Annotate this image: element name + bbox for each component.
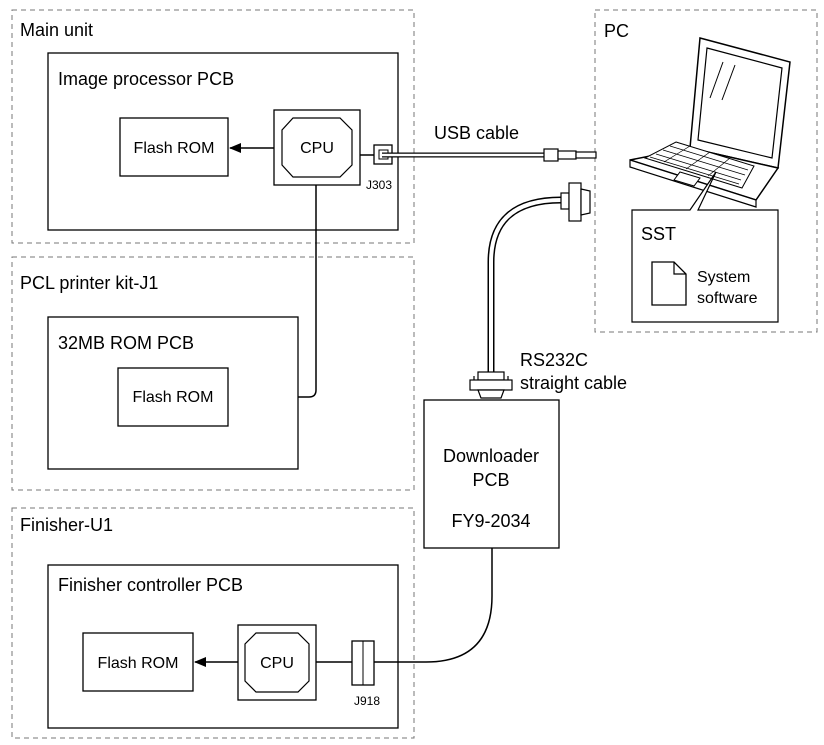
wire-cpu-to-rom32-flash [229, 185, 317, 402]
wire-downloader-to-j918 [374, 548, 493, 663]
db-connector-upper-flange [568, 182, 582, 222]
db-connector-lower-plug [477, 389, 505, 399]
downloader-pcb [423, 399, 560, 549]
j303-label: J303 [366, 178, 392, 192]
rom32-pcb-label: 32MB ROM PCB [58, 333, 194, 353]
document-icon [651, 261, 687, 306]
flash-rom-main-label: Flash ROM [134, 140, 215, 157]
pc-label: PC [604, 21, 629, 41]
flash-rom-pcl [117, 367, 229, 427]
cpu-finisher-chip [244, 632, 310, 693]
rs232c-label-line2: straight cable [520, 373, 627, 393]
usb-plug-tip [575, 151, 597, 159]
system-software-line2: software [697, 290, 758, 307]
main-unit-label: Main unit [20, 20, 93, 40]
flash-rom-pcl-label: Flash ROM [133, 389, 214, 406]
finisher-group [11, 507, 415, 739]
flash-rom-finisher-label: Flash ROM [98, 655, 179, 672]
db-connector-upper-shell [560, 192, 570, 210]
db-connector-lower-shell [477, 371, 505, 381]
downloader-line2: PCB [472, 470, 509, 490]
usb-cable-label: USB cable [434, 123, 519, 143]
cpu-finisher-label: CPU [260, 655, 294, 672]
flash-rom-finisher [82, 632, 194, 692]
pc-group [594, 9, 818, 333]
db-connector-lower-flange [469, 379, 513, 391]
rs232c-label-line1: RS232C [520, 350, 588, 370]
usb-plug-grip [557, 150, 577, 160]
finisher-controller-pcb-label: Finisher controller PCB [58, 575, 243, 595]
pcl-kit-group [11, 256, 415, 491]
j918-label: J918 [354, 694, 380, 708]
usb-plug-body [543, 148, 559, 162]
db-connector-upper-plug [580, 188, 591, 216]
downloader-part-number: FY9-2034 [451, 511, 530, 531]
document-fold [673, 262, 686, 275]
sst-label: SST [641, 224, 676, 244]
laptop-icon [629, 37, 791, 208]
flash-rom-main [119, 117, 229, 177]
image-processor-pcb-label: Image processor PCB [58, 69, 234, 89]
cpu-main-chip [281, 117, 353, 178]
downloader-line1: Downloader [443, 446, 539, 466]
rs232c-cable-inner [489, 198, 562, 372]
cpu-main-label: CPU [300, 140, 334, 157]
pcl-kit-label: PCL printer kit-J1 [20, 273, 158, 293]
system-software-line1: System [697, 269, 750, 286]
main-unit-group [11, 9, 415, 244]
finisher-label: Finisher-U1 [20, 515, 113, 535]
